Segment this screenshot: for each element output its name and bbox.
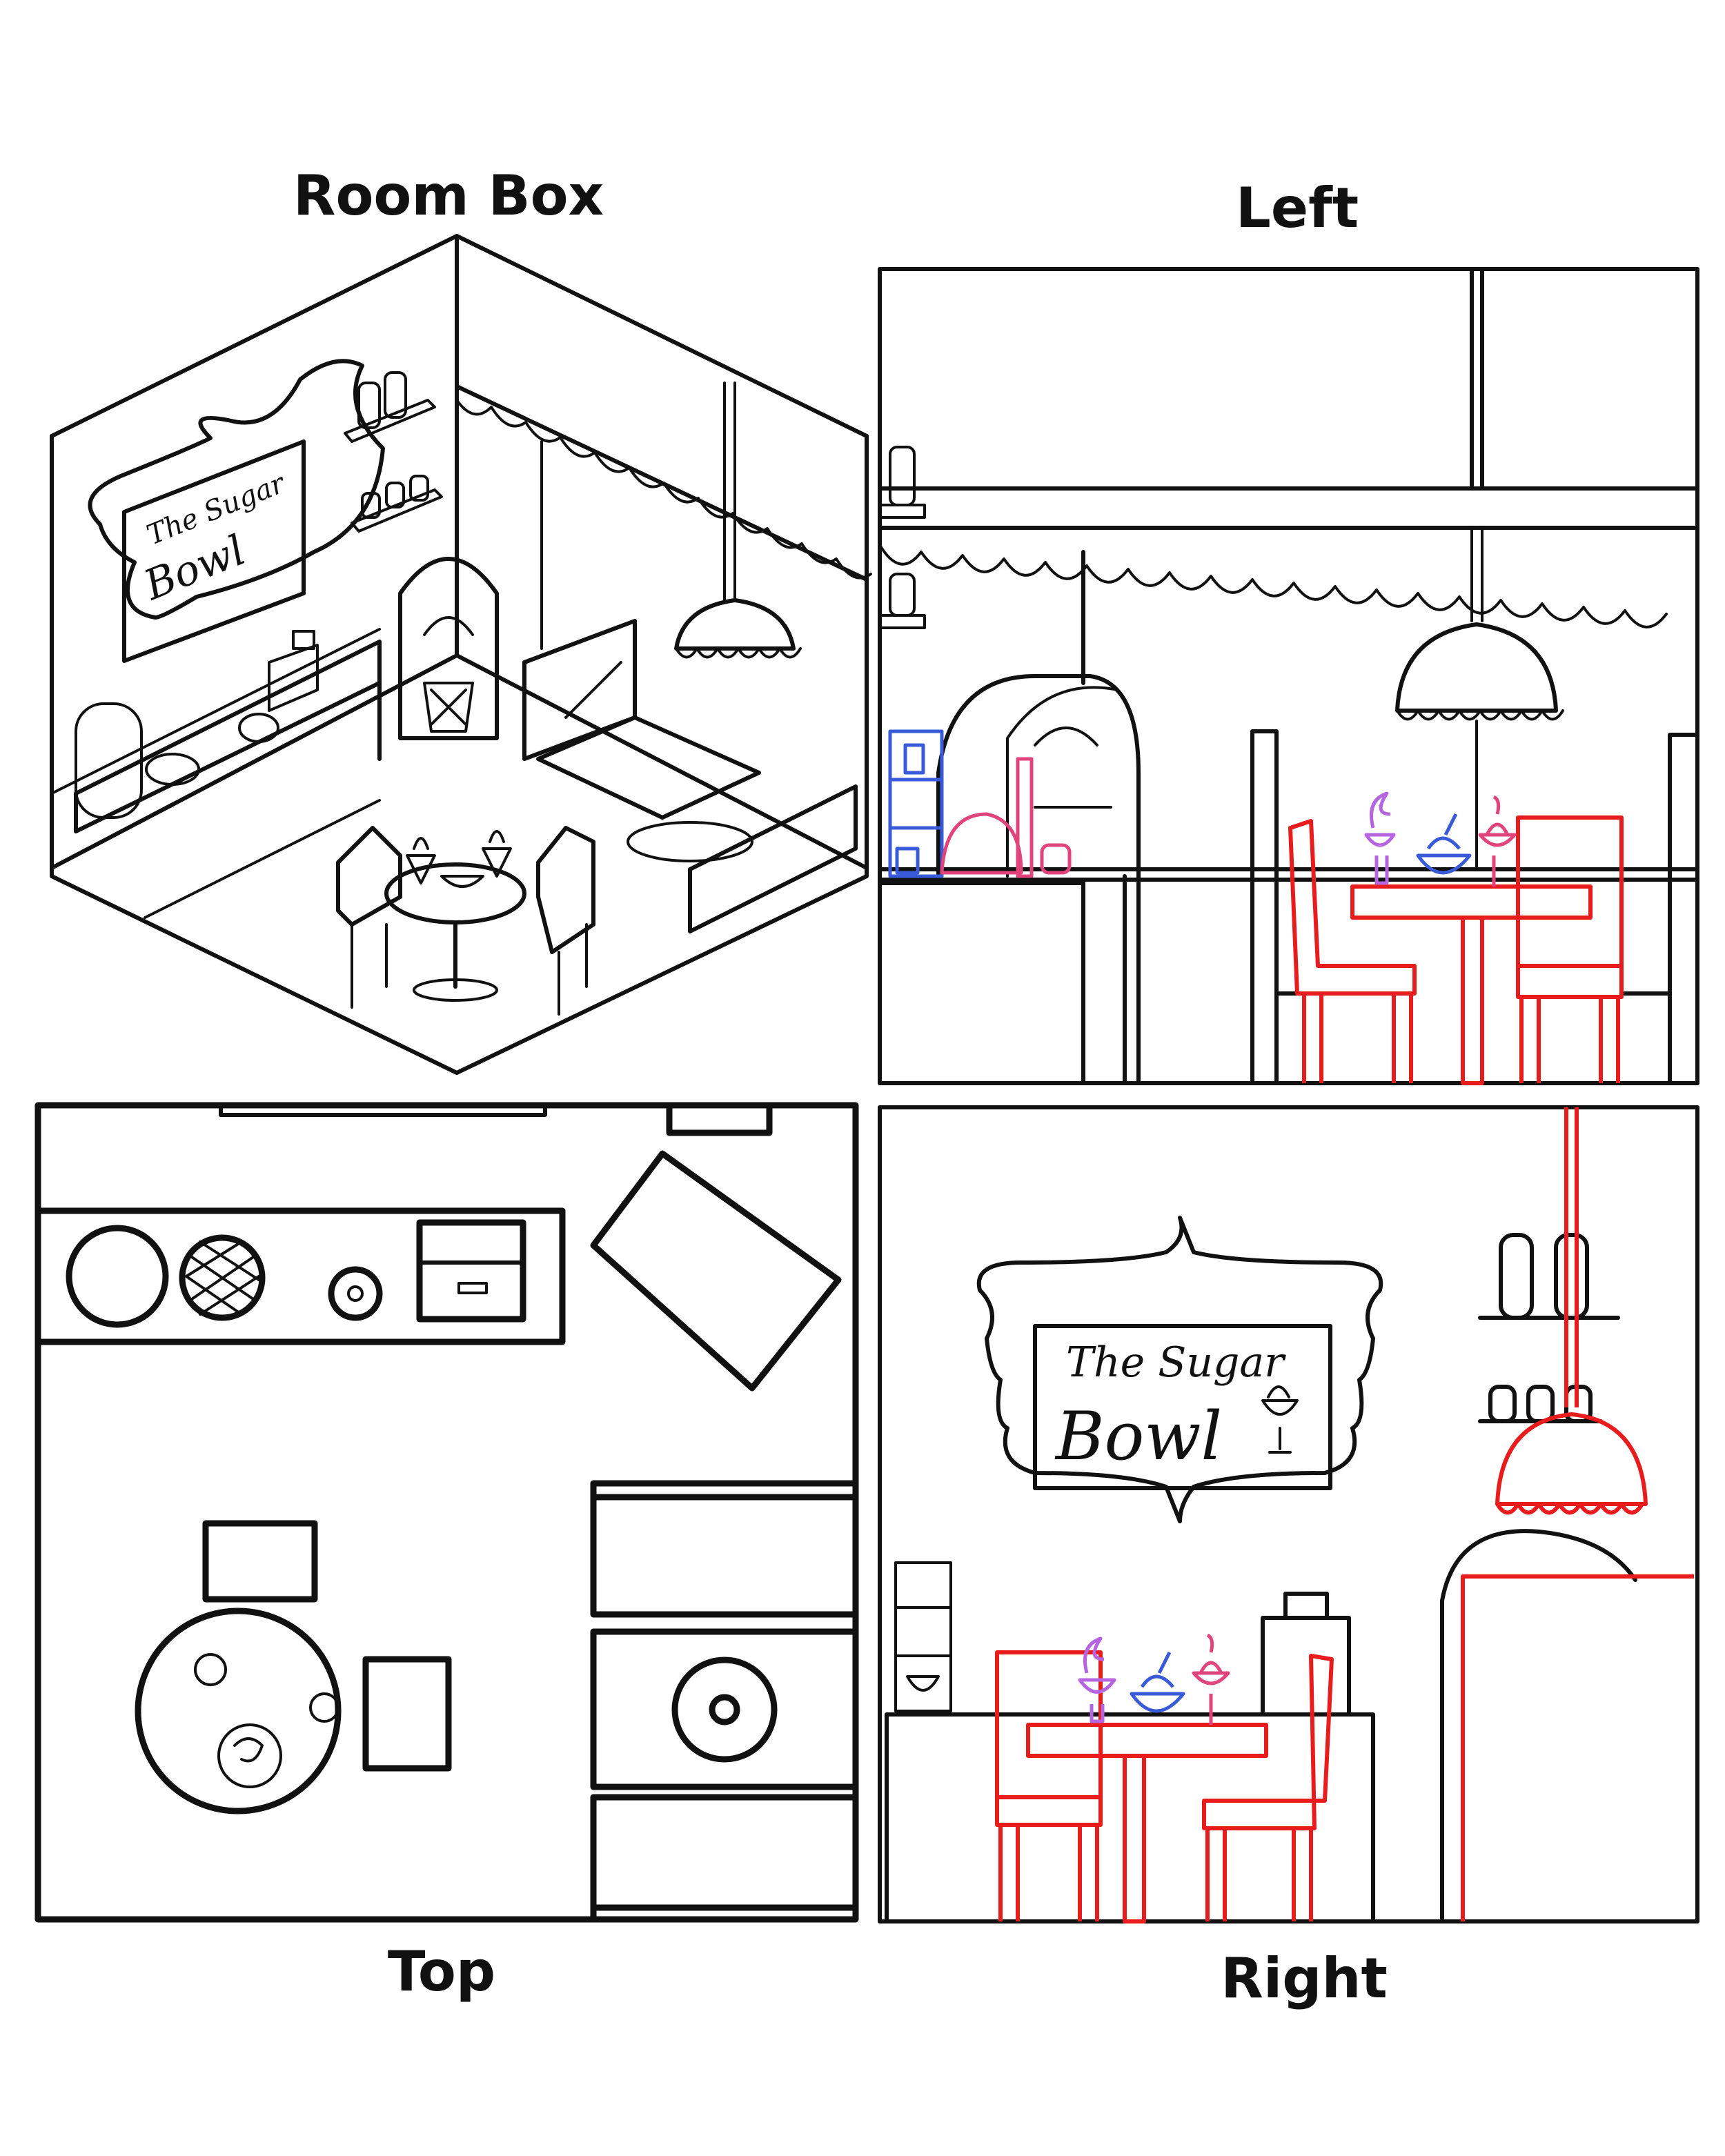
pendant-lamp-icon: [1395, 526, 1564, 871]
chair-icon: [362, 1656, 452, 1772]
jukebox-icon: [936, 674, 1141, 1085]
sundae-icon: [217, 1723, 282, 1788]
sundae-icon: [309, 1692, 339, 1723]
counter: [74, 630, 382, 833]
round-table-icon: [671, 1656, 778, 1763]
canister-jar-icon: [1499, 1233, 1534, 1320]
round-table-icon: [627, 821, 753, 862]
left-view-frame: [878, 267, 1699, 1085]
chair-icon: [202, 1520, 318, 1603]
canister-jar-icon: [409, 475, 429, 502]
chair-icon: [336, 826, 402, 927]
bistro-set: [336, 826, 595, 1016]
sundae-icon: [1416, 813, 1472, 875]
chair-icon: [1516, 815, 1624, 1083]
cash-register-icon: [1261, 1616, 1351, 1717]
blue-shelf: [888, 729, 944, 878]
pie-icon: [179, 1234, 266, 1321]
jukebox-icon: [590, 1150, 842, 1392]
cash-register-icon: [268, 644, 319, 712]
booth-seat-icon: [522, 619, 858, 933]
booth-seat-icon: [1440, 1529, 1694, 1923]
left-shelves: [878, 446, 926, 629]
pie-icon: [145, 753, 200, 786]
chair-icon: [536, 826, 595, 954]
chair-icon: [1202, 1654, 1334, 1921]
right-shelves: [1478, 1233, 1620, 1423]
cake-stand-icon: [238, 713, 279, 743]
canister-jar-icon: [384, 371, 407, 419]
cake-stand-icon: [66, 1225, 169, 1328]
caption-room-box: Room Box: [293, 164, 604, 228]
sundae-icon: [482, 830, 512, 878]
cash-register-icon: [416, 1219, 526, 1323]
awning-window: [455, 382, 872, 650]
left-table-set: [1288, 791, 1624, 1085]
cake-stand-icon: [75, 702, 143, 819]
caption-right: Right: [1221, 1946, 1388, 2010]
sundae-icon: [1130, 1651, 1185, 1713]
canister-jar-icon: [357, 382, 381, 429]
left-awning: [878, 544, 1668, 629]
room-box-walls: [50, 234, 869, 1075]
right-sign-line2: Bowl: [1054, 1398, 1222, 1475]
sugar-bowl-sign: The Sugar Bowl: [976, 1216, 1383, 1523]
right-sign-line1: The Sugar: [1066, 1338, 1286, 1387]
sundae-icon: [1364, 791, 1396, 885]
jukebox-icon: [398, 557, 499, 740]
sundae-icon: [1192, 1633, 1230, 1725]
top-window-ledge: [219, 1103, 547, 1117]
chair-icon: [995, 1650, 1103, 1921]
pendant-lamp-icon: [674, 382, 802, 659]
sundae-icon: [440, 875, 484, 888]
canister-jar-icon: [1526, 1385, 1555, 1423]
sundae-icon: [1261, 1385, 1299, 1454]
canister-jar-icon: [361, 492, 381, 519]
pink-cake-stand: [940, 757, 1072, 878]
canister-jar-icon: [1554, 1233, 1589, 1320]
canister-jar-icon: [1488, 1385, 1517, 1423]
chair-icon: [1288, 819, 1417, 1083]
top-wall-fixture: [666, 1102, 773, 1136]
canister-jar-icon: [889, 446, 916, 506]
right-table-set: [995, 1633, 1334, 1923]
wall-shelves: [344, 371, 443, 533]
sundae-icon: [194, 1653, 227, 1686]
sundae-icon: [406, 837, 436, 884]
left-counter: [878, 874, 1127, 1085]
sundae-icon: [1078, 1636, 1116, 1723]
sundae-icon: [1478, 795, 1517, 887]
right-counter: [885, 1561, 1375, 1923]
canister-jar-icon: [385, 482, 405, 508]
caption-top: Top: [387, 1939, 496, 2004]
round-table-icon: [1026, 1723, 1268, 1758]
top-booths: [590, 1480, 859, 1923]
top-bistro-set: [135, 1520, 452, 1814]
pendant-lamp-icon: [1495, 1107, 1648, 1515]
caption-left: Left: [1235, 176, 1359, 240]
canister-jar-icon: [889, 573, 916, 617]
top-counter: [34, 1207, 566, 1345]
